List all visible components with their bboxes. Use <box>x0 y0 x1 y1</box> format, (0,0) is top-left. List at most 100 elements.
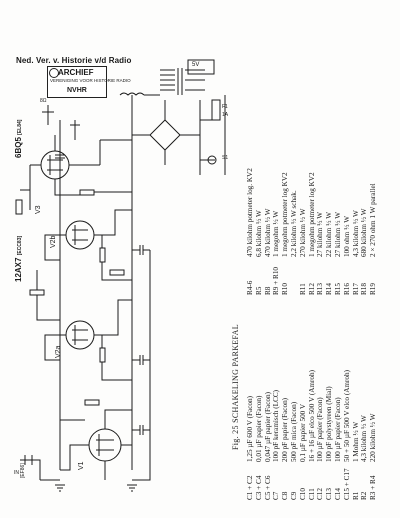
parts-row: R10 1 megohm potmeter log KV2 <box>281 105 290 295</box>
resistor-r13 <box>99 247 106 263</box>
tube-v1 <box>88 428 122 462</box>
parts-row: R12 1 megohm potmeter log KV2 <box>308 105 317 295</box>
part-ref: R5 <box>254 286 263 295</box>
part-desc: 500 pF mica (Facon) <box>289 401 298 462</box>
part-ref: R16 <box>342 283 351 295</box>
label-v2b: V2b <box>50 235 57 248</box>
parts-row: R19 2 × 270 ohm 1 W parallel <box>369 105 378 295</box>
part-desc: 100 pF keramisch (LCC) <box>272 389 281 462</box>
stamp-archief: ARCHIEF <box>58 68 94 77</box>
part-desc: 27 kilohm ½ W <box>316 212 325 257</box>
archive-logo-icon <box>49 68 59 78</box>
parts-row: C8 200 pF papier (Facon) <box>281 310 290 500</box>
speaker-label: 8Ω <box>40 98 47 104</box>
parts-row: R11270 kilohm ½ W <box>299 105 308 295</box>
figure-caption: Fig. 25 SCHAKELING PARKEFAL <box>231 324 240 450</box>
part-desc: 270 kilohm ½ W <box>298 208 307 257</box>
part-ref: R10 <box>281 283 290 295</box>
part-desc: 680 kilohm ½ W <box>360 208 369 257</box>
parts-row: R14 22 kilohm ½ W <box>325 105 334 295</box>
part-ref: R13 <box>316 283 325 295</box>
parts-row: C5 + C60,047 µF papier (Facon) <box>264 310 273 500</box>
resistor-r15 <box>15 199 23 215</box>
archive-header: Ned. Ver. v. Historie v/d Radio <box>16 56 132 65</box>
voltage-selector <box>187 59 215 75</box>
supply-label: 5V <box>192 62 200 68</box>
part-desc: 16 + 16 µF elco 500 V (Amroh) <box>307 370 316 462</box>
parts-row: R16 100 ohm ½ W <box>343 105 352 295</box>
label-v1: V1 <box>78 461 85 470</box>
part-ref: R9 + R10 <box>272 266 281 295</box>
part-desc: 6,8 kilohm ½ W <box>254 210 263 257</box>
part-desc: 4,3 kilohm ½ W <box>351 210 360 257</box>
parts-row: C12 100 µF papier (Facon) <box>316 310 325 500</box>
part-ref: C14 <box>333 488 342 500</box>
part-desc: 100 µF papier (Facon) <box>316 397 325 462</box>
part-ref: R17 <box>351 283 360 295</box>
part-ref: C7 <box>272 491 281 500</box>
parts-row: R1527 kilohm ½ W <box>334 105 343 295</box>
part-ref: R18 <box>360 283 369 295</box>
parts-row: R24,3 kilohm ½ W <box>360 310 369 500</box>
parts-row: R13 27 kilohm ½ W <box>316 105 325 295</box>
parts-row: R3 + R4220 kilohm ½ W <box>369 310 378 500</box>
part-desc: 0,1 µF papier 500 V <box>298 403 307 462</box>
part-ref: C8 <box>281 491 290 500</box>
part-ref: R12 <box>307 283 316 295</box>
tube-v2a <box>65 320 95 350</box>
part-ref: R14 <box>325 283 334 295</box>
parts-row: C15 + C1750 + 50 µF 500 V elco (Amroh) <box>343 310 352 500</box>
tube-type-ef86: [EF86] <box>20 463 26 478</box>
parts-row: R18 680 kilohm ½ W <box>360 105 369 295</box>
tube-type-ecc83: [ECC83] <box>17 235 23 256</box>
part-ref: R1 <box>351 491 360 500</box>
fuse-label: F1 <box>222 104 228 110</box>
parts-row: R4-6 470 kilohm potmeter log. KV2 <box>246 105 255 295</box>
parts-row: C1116 + 16 µF elco 500 V (Amroh) <box>308 310 317 500</box>
part-desc: 1 megohm ½ W <box>272 210 281 257</box>
part-ref: C9 <box>289 491 298 500</box>
part-desc: 100 µF papier (Facon) <box>333 397 342 462</box>
mains-transformer <box>160 69 175 91</box>
parts-list: Fig. 25 SCHAKELING PARKEFAL C1 + C21,25 … <box>231 105 382 500</box>
part-desc: 220 kilohm ½ W <box>369 413 378 462</box>
input-label: IN <box>14 470 19 476</box>
part-ref: R19 <box>369 283 378 295</box>
part-desc: 100 pF polystyreen (Mial) <box>325 386 334 462</box>
choke <box>119 92 145 96</box>
switch-label: S1 <box>222 155 229 161</box>
pilot-lamp <box>207 155 217 165</box>
part-ref: C13 <box>325 488 334 500</box>
part-desc: 50 + 50 µF 500 V elco (Amroh) <box>342 370 351 462</box>
parts-row: R8470 kilohm ½ W <box>264 105 273 295</box>
part-desc: 4,3 kilohm ½ W <box>360 415 369 462</box>
parts-row: C1 + C21,25 µF 600 V (Facon) <box>246 310 255 500</box>
tube-v2b <box>65 220 95 250</box>
part-desc: 2 × 270 ohm 1 W parallel <box>369 183 378 257</box>
tube-type-6bq5: 6BQ5 <box>14 137 23 158</box>
part-desc: 1 megohm potmeter log KV2 <box>307 172 316 257</box>
fuse <box>211 99 221 121</box>
parts-row: C13 100 pF polystyreen (Mial) <box>325 310 334 500</box>
part-desc: 22 kilohm ½ W <box>325 212 334 257</box>
parts-row: R9 + R10 1 megohm ½ W <box>272 105 281 295</box>
part-desc: 100 ohm ½ W <box>342 216 351 257</box>
part-desc: 2,2 kilohm ½ W schak. <box>289 190 298 257</box>
part-ref: R8 <box>263 286 272 295</box>
parts-row: C14 100 µF papier (Facon) <box>334 310 343 500</box>
archive-stamp: ARCHIEF VERENIGING VOOR HISTORIE RADIO N… <box>47 66 131 98</box>
fuse-value: 1A <box>222 112 229 118</box>
stamp-society: VERENIGING VOOR HISTORIE RADIO <box>50 78 131 83</box>
parts-row: C100,1 µF papier 500 V <box>299 310 308 500</box>
part-desc: 1 Mohm ½ W <box>351 421 360 462</box>
part-desc: 200 pF papier (Facon) <box>281 397 290 462</box>
parts-row: R1 1 Mohm ½ W <box>352 310 361 500</box>
part-desc: 1 megohm potmeter log KV2 <box>281 172 290 257</box>
part-ref: R4-6 <box>246 280 254 295</box>
part-ref: R15 <box>333 283 342 295</box>
bridge-rectifier <box>149 119 181 151</box>
part-desc: 470 kilohm potmeter log. KV2 <box>246 168 254 257</box>
part-ref: C12 <box>316 488 325 500</box>
